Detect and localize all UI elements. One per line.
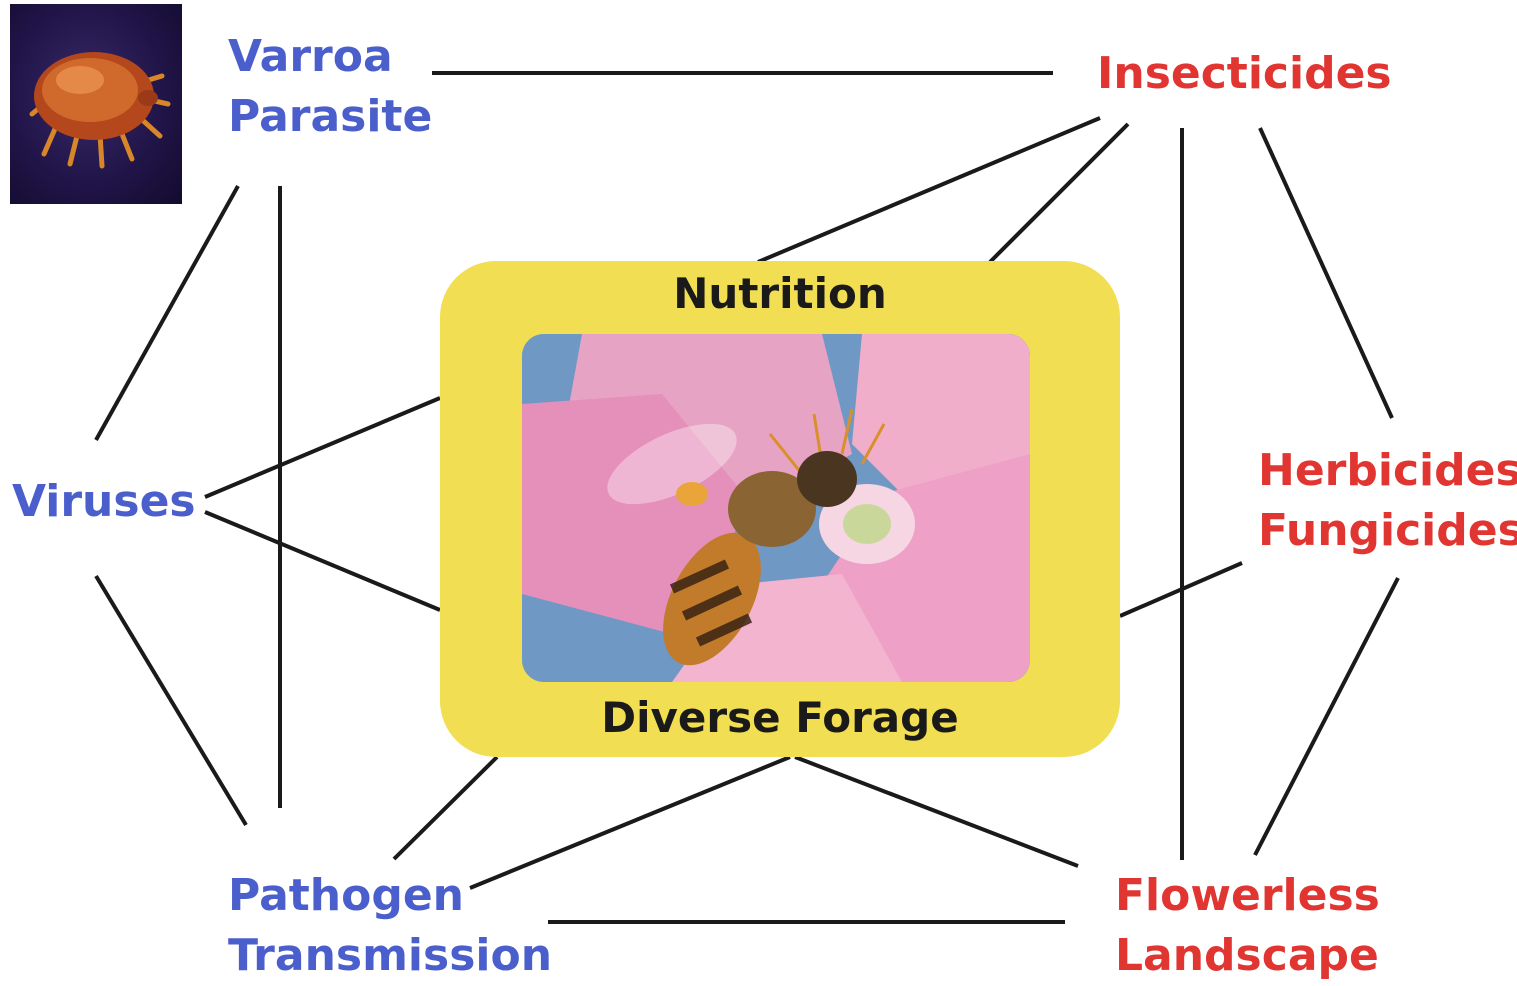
connector-viruses-pathogen bbox=[96, 576, 246, 825]
herbicides-label-line-2: Fungicides bbox=[1258, 501, 1517, 561]
nutrition-center-box: Nutrition bbox=[440, 261, 1120, 757]
pathogen-transmission-label: Pathogen Transmission bbox=[228, 866, 552, 986]
connector-herbicides-flowerless bbox=[1255, 578, 1398, 855]
flowerless-label-line-2: Landscape bbox=[1115, 926, 1380, 986]
viruses-label: Viruses bbox=[12, 472, 196, 532]
varroa-mite-photo bbox=[10, 4, 182, 204]
pathogen-label-line-1: Pathogen bbox=[228, 866, 552, 926]
connector-insecticides-center-b bbox=[990, 124, 1128, 262]
honeybee-on-flower-photo bbox=[522, 334, 1030, 682]
herbicides-fungicides-label: Herbicides Fungicides bbox=[1258, 441, 1517, 561]
connector-viruses-center bbox=[205, 398, 440, 497]
pathogen-label-line-2: Transmission bbox=[228, 926, 552, 986]
nutrition-label: Nutrition bbox=[440, 269, 1120, 318]
connector-varroa-viruses bbox=[96, 186, 238, 440]
varroa-label-line-2: Parasite bbox=[228, 87, 432, 147]
flowerless-label-line-1: Flowerless bbox=[1115, 866, 1380, 926]
connector-viruses-center-b bbox=[205, 512, 440, 610]
connector-insecticides-center bbox=[758, 118, 1100, 262]
varroa-label-line-1: Varroa bbox=[228, 27, 432, 87]
connector-pathogen-center bbox=[394, 757, 497, 859]
varroa-parasite-label: Varroa Parasite bbox=[228, 27, 432, 147]
diverse-forage-label: Diverse Forage bbox=[440, 693, 1120, 742]
flowerless-landscape-label: Flowerless Landscape bbox=[1115, 866, 1380, 986]
herbicides-label-line-1: Herbicides bbox=[1258, 441, 1517, 501]
connector-insecticides-herbicides bbox=[1260, 128, 1392, 418]
connector-flowerless-center bbox=[795, 757, 1078, 866]
insecticides-label: Insecticides bbox=[1097, 44, 1392, 104]
